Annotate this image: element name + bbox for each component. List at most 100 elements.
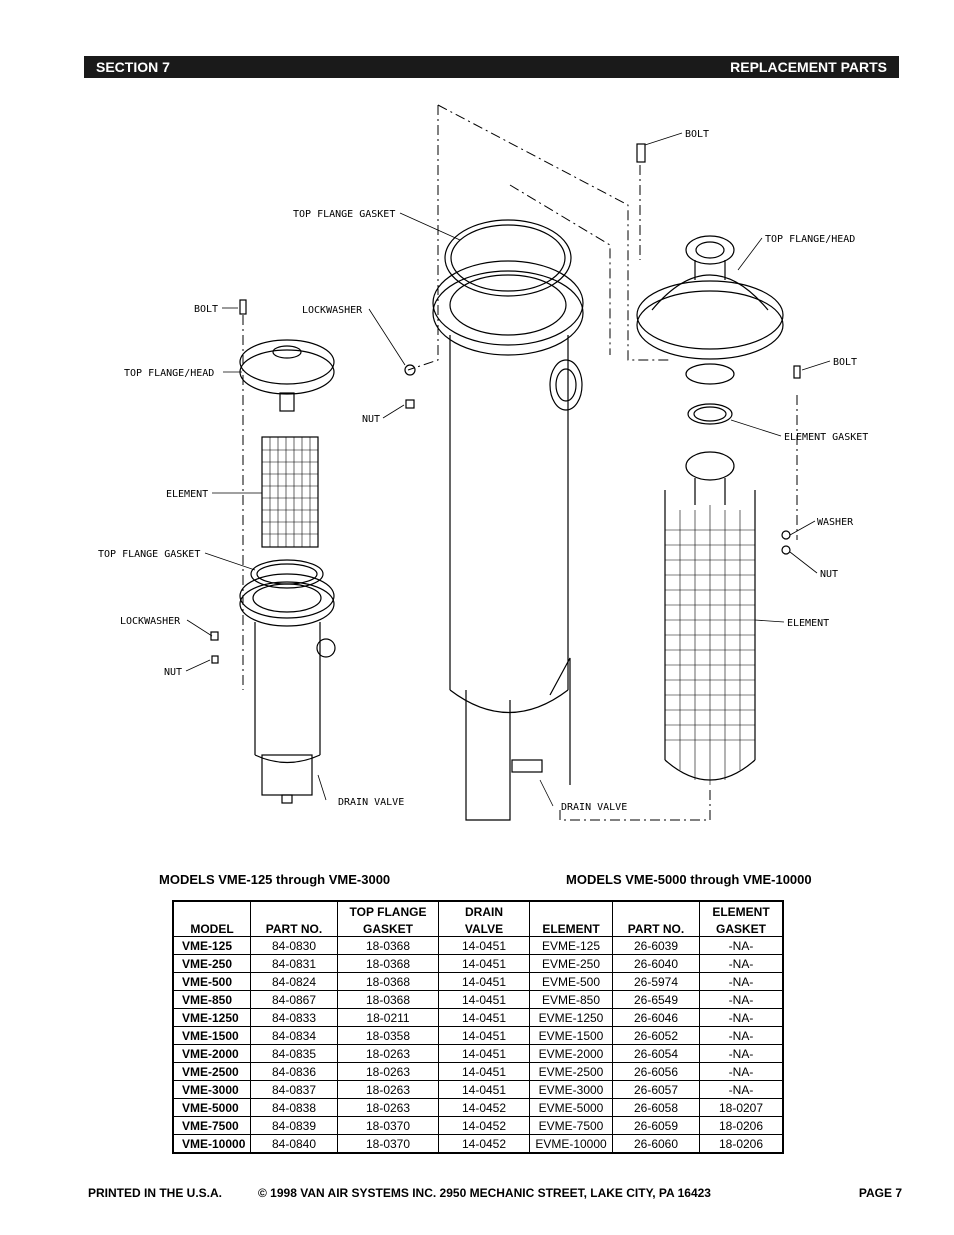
table-cell: -NA- [699,936,784,955]
label-top-flange-head-right: TOP FLANGE/HEAD [765,234,855,245]
header-cell: TOP FLANGE [337,900,439,919]
footer-page-number: PAGE 7 [858,1186,902,1200]
table-cell: 26-6059 [612,1116,700,1135]
table-cell: 84-0831 [250,954,338,973]
caption-small-models: MODELS VME-125 through VME-3000 [159,872,391,887]
table-cell: 18-0263 [337,1098,439,1117]
large-filter-assembly [636,143,801,785]
header-cell: DRAIN [438,900,530,919]
table-cell: 26-6060 [612,1134,700,1154]
exploded-parts-diagram: BOLT TOP FLANGE/HEAD ELEMENT TOP FLANGE … [98,104,868,821]
header-cell [529,900,613,919]
header-cell: GASKET [699,919,784,937]
table-cell: 26-6039 [612,936,700,955]
table-cell: VME-2500 [172,1062,251,1081]
header-cell: GASKET [337,919,439,937]
label-nut-mid: NUT [362,414,380,425]
table-cell: 14-0451 [438,1044,530,1063]
table-cell: -NA- [699,1044,784,1063]
leader-lines [185,132,831,807]
header-cell [250,900,338,919]
table-cell: -NA- [699,972,784,991]
table-cell: 26-6046 [612,1008,700,1027]
table-cell: 14-0451 [438,1026,530,1045]
table-cell: 14-0452 [438,1134,530,1154]
table-cell: 84-0839 [250,1116,338,1135]
section-header-bar: SECTION 7 REPLACEMENT PARTS [84,56,899,78]
table-cell: 26-5974 [612,972,700,991]
label-drain-valve-mid: DRAIN VALVE [561,802,627,813]
table-cell: 84-0840 [250,1134,338,1154]
table-cell: EVME-1500 [529,1026,613,1045]
table-cell: 18-0206 [699,1116,784,1135]
table-cell: 84-0867 [250,990,338,1009]
table-cell: 26-6052 [612,1026,700,1045]
label-lockwasher-mid: LOCKWASHER [302,305,363,316]
table-cell: VME-7500 [172,1116,251,1135]
assembly-lines [242,104,798,821]
table-cell: 84-0833 [250,1008,338,1027]
table-cell: 18-0370 [337,1116,439,1135]
small-filter-assembly [210,299,336,804]
footer-printed: PRINTED IN THE U.S.A. [88,1186,223,1200]
table-cell: EVME-1250 [529,1008,613,1027]
table-cell: 18-0206 [699,1134,784,1154]
table-cell: VME-3000 [172,1080,251,1099]
table-cell: EVME-3000 [529,1080,613,1099]
table-cell: EVME-125 [529,936,613,955]
label-element-gasket-right: ELEMENT GASKET [784,432,868,443]
table-cell: 18-0368 [337,936,439,955]
label-nut-right: NUT [820,569,838,580]
table-cell: 14-0451 [438,1008,530,1027]
table-cell: 14-0451 [438,1080,530,1099]
label-bolt-left: BOLT [194,304,218,315]
table-cell: 14-0451 [438,936,530,955]
table-cell: EVME-7500 [529,1116,613,1135]
table-cell: 18-0263 [337,1080,439,1099]
table-cell: 14-0451 [438,1062,530,1081]
label-top-flange-gasket-left: TOP FLANGE GASKET [98,549,200,560]
table-cell: 26-6549 [612,990,700,1009]
table-cell: 18-0263 [337,1044,439,1063]
table-cell: VME-5000 [172,1098,251,1117]
table-cell: EVME-2500 [529,1062,613,1081]
table-cell: 14-0451 [438,954,530,973]
table-cell: EVME-250 [529,954,613,973]
replacement-parts-table: TOP FLANGE DRAIN ELEMENT MODEL PART NO. … [172,900,784,1154]
table-cell: 14-0452 [438,1116,530,1135]
section-number: SECTION 7 [96,59,170,75]
table-cell: 84-0834 [250,1026,338,1045]
label-bolt-right-top: BOLT [685,129,709,140]
label-drain-valve-left: DRAIN VALVE [338,797,404,808]
table-cell: EVME-2000 [529,1044,613,1063]
table-cell: EVME-10000 [529,1134,613,1154]
header-cell: ELEMENT [699,900,784,919]
table-cell: 26-6040 [612,954,700,973]
header-cell: MODEL [172,919,251,937]
table-cell: -NA- [699,1062,784,1081]
label-lockwasher-left: LOCKWASHER [120,616,181,627]
table-header-row-bottom: MODEL PART NO. GASKET VALVE ELEMENT PART… [172,919,784,937]
table-cell: EVME-5000 [529,1098,613,1117]
table-cell: VME-850 [172,990,251,1009]
table-cell: EVME-500 [529,972,613,991]
table-cell: EVME-850 [529,990,613,1009]
table-cell: VME-1500 [172,1026,251,1045]
table-cell: 18-0263 [337,1062,439,1081]
caption-large-models: MODELS VME-5000 through VME-10000 [566,872,812,887]
table-cell: 84-0830 [250,936,338,955]
table-cell: 14-0451 [438,972,530,991]
table-cell: 26-6058 [612,1098,700,1117]
table-cell: VME-2000 [172,1044,251,1063]
table-cell: VME-1250 [172,1008,251,1027]
table-cell: VME-250 [172,954,251,973]
